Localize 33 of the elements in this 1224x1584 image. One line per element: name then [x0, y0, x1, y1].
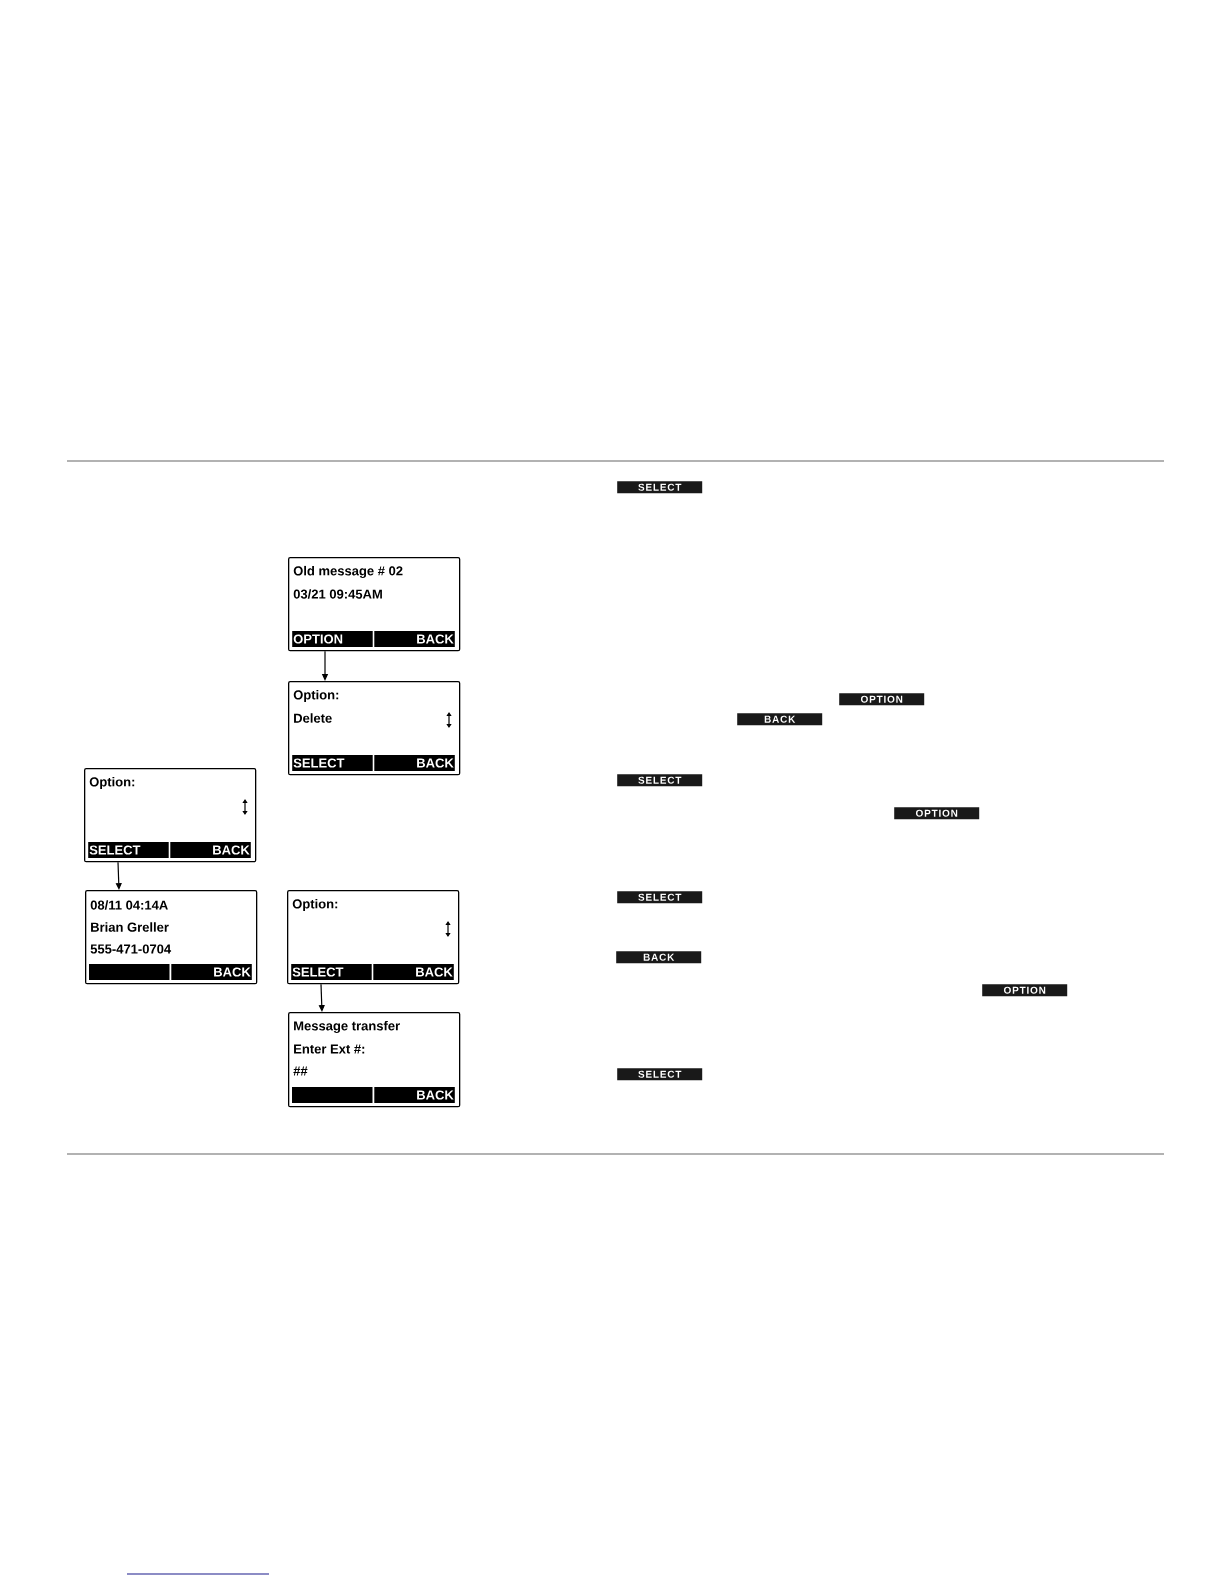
softkey-label: OPTION — [292, 631, 373, 647]
softkey-badge: BACK — [616, 951, 702, 964]
softkey-label: BACK — [374, 755, 455, 771]
softkey-badge: OPTION — [894, 807, 980, 820]
softkey-badge: SELECT — [617, 774, 703, 787]
screen-text: 03/21 09:45AM — [293, 589, 382, 599]
screen-text: 555-471-0704 — [90, 944, 172, 954]
softkey-label: BACK — [374, 631, 455, 647]
screen-text: Option: — [292, 898, 338, 912]
screen-text: Old message # 02 — [293, 565, 403, 579]
screen-text: Brian Greller — [91, 922, 169, 932]
softkey-badge: BACK — [737, 713, 823, 726]
softkey-label: SELECT — [88, 842, 169, 858]
screen-text: Enter Ext #: — [294, 1044, 365, 1054]
softkey-label: BACK — [170, 842, 251, 858]
screen-text: Option: — [293, 689, 339, 703]
softkey-badge: OPTION — [982, 984, 1068, 997]
softkey-label: BACK — [373, 964, 454, 980]
softkey-badge: SELECT — [617, 481, 703, 494]
arrow — [115, 861, 122, 890]
softkey-label: BACK — [171, 964, 252, 980]
softkey-badge: OPTION — [839, 693, 925, 706]
softkey-label: SELECT — [291, 964, 372, 980]
softkey-badge: SELECT — [617, 1068, 703, 1081]
arrow — [318, 983, 325, 1012]
screen-text: Message transfer — [294, 1020, 400, 1034]
softkey-badge: SELECT — [617, 891, 703, 904]
screen-text: ## — [293, 1066, 308, 1076]
softkey-label: SELECT — [292, 755, 373, 771]
screen-text: 08/11 04:14A — [90, 900, 168, 910]
screen-text: Option: — [89, 776, 135, 790]
softkey-label: BACK — [374, 1087, 455, 1103]
screen-text: Delete — [294, 713, 332, 723]
